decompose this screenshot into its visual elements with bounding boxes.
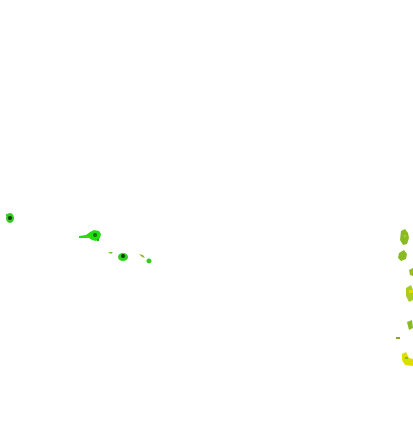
island-right-small: [139, 254, 152, 264]
island-far-left: [5, 213, 14, 223]
coastline-right-edge: [396, 229, 413, 366]
island-mid-small: [108, 252, 113, 254]
island-cluster-left: [5, 213, 152, 264]
island-mid-large: [79, 230, 101, 242]
island-round: [118, 253, 128, 261]
